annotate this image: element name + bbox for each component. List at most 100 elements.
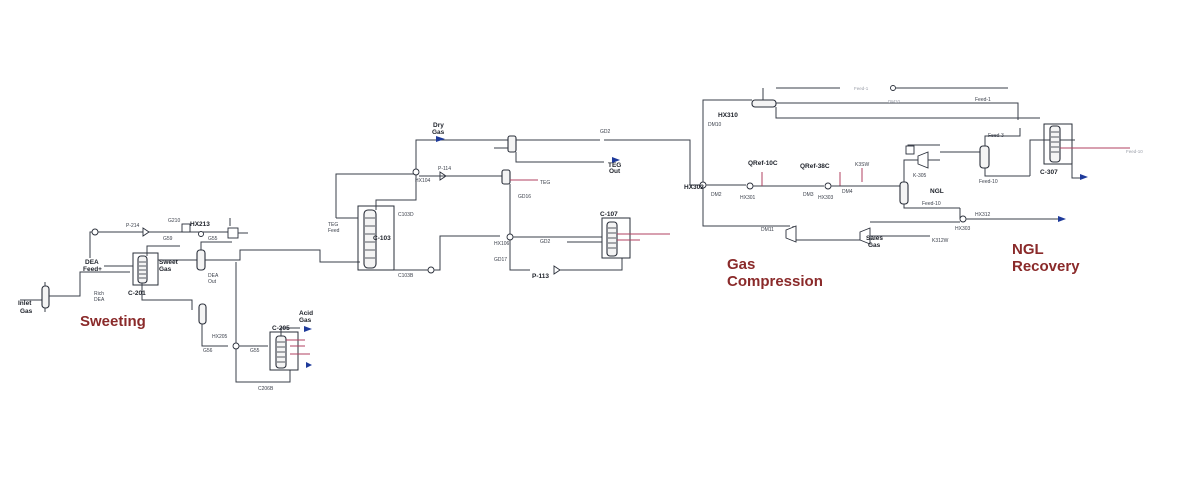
p214-pump[interactable] <box>91 228 99 236</box>
acid-gas-outlet-arrow[interactable] <box>304 326 312 332</box>
dea-feed-label-2: Feed+ <box>83 266 102 273</box>
p113-pump[interactable] <box>553 265 561 275</box>
c107-column[interactable] <box>606 221 618 257</box>
k305-compressor[interactable] <box>917 151 929 169</box>
sales-gas-label-2: Gas <box>868 242 881 249</box>
dea-out-flash[interactable] <box>196 249 206 271</box>
valve-c103b[interactable] <box>427 266 435 274</box>
hx301-exchanger[interactable] <box>746 182 754 190</box>
inlet-gas-label-2: Gas <box>20 308 33 315</box>
mixer-g55[interactable] <box>198 231 204 237</box>
stream-tag-top: GD2 <box>600 129 611 135</box>
hx213-cooler[interactable] <box>227 227 239 239</box>
ngl-product-arrow[interactable] <box>1080 174 1088 180</box>
ngl-separator[interactable] <box>899 181 909 205</box>
teg-out-arrow[interactable] <box>612 157 620 163</box>
c307-column[interactable] <box>1049 125 1061 163</box>
dm11-label: DM11 <box>761 227 774 233</box>
sales-gas-arrow[interactable] <box>1058 216 1066 222</box>
valve-g210[interactable] <box>142 227 150 237</box>
ngl-label: NGL <box>930 188 944 195</box>
sweeting-section: Inlet Gas Rich DEA C-201 DEA Feed+ Sweet… <box>18 218 360 392</box>
g59-label: G59 <box>163 236 173 242</box>
c103-column[interactable] <box>363 209 377 269</box>
p113-label: P-113 <box>532 273 549 280</box>
stream-tag-hx310-mid: DM10 <box>888 99 901 104</box>
dm3-label: DM3 <box>803 192 814 198</box>
teg-feed-label: TEG <box>328 222 338 228</box>
hx302-label: HX302 <box>684 184 704 191</box>
k305-aftercooler[interactable] <box>905 145 915 155</box>
regen-outlet-arrow[interactable] <box>306 362 312 368</box>
gd16-label: GD16 <box>518 194 531 200</box>
stream-tag-hx310-top: Feed-1 <box>854 86 869 91</box>
g55b-label: G55 <box>250 348 260 354</box>
teg-regen-exchanger[interactable] <box>501 169 511 185</box>
dry-gas-label-2: Gas <box>432 129 445 136</box>
g210-label: G210 <box>168 218 180 224</box>
dm10-label: DM10 <box>708 122 722 128</box>
hx104-label: HX104 <box>415 178 431 184</box>
c103b-label: C103B <box>398 273 414 279</box>
k305-label: K-305 <box>913 173 927 179</box>
g55-label: G55 <box>208 236 218 242</box>
c307-label: C-307 <box>1040 169 1058 176</box>
compression-ngl-section: HX302 DM11 HX310 DM10 Feed-1 DM10 Feed-1… <box>604 85 1143 290</box>
qref10c-label: QRef-10C <box>748 160 778 167</box>
acid-gas-label-2: Gas <box>299 317 312 324</box>
dm4-label: DM4 <box>842 189 853 195</box>
hx312-label: HX312 <box>975 212 991 218</box>
rich-dea-label-2: DEA <box>94 297 105 303</box>
teg-out-label-2: Out <box>609 168 621 175</box>
dry-gas-outlet-arrow[interactable] <box>436 136 445 142</box>
hx104-exchanger[interactable] <box>412 168 420 176</box>
hx312-exchanger[interactable] <box>959 215 967 223</box>
hx205-exchanger[interactable] <box>232 342 240 350</box>
section-title-recovery: Recovery <box>1012 258 1080 275</box>
feed3-vessel[interactable] <box>979 145 990 169</box>
stream-tag-ngl-out: Feed-10 <box>1126 149 1143 154</box>
gd17-label: GD17 <box>494 257 507 263</box>
expander[interactable] <box>785 225 797 243</box>
top-valve[interactable] <box>890 85 896 91</box>
regen-flash-drum[interactable] <box>198 303 207 325</box>
section-title-compression: Compression <box>727 273 823 290</box>
g56-label: G56 <box>203 348 213 354</box>
feed1-label: Feed-1 <box>975 97 991 103</box>
teg-label: TEG <box>540 180 550 186</box>
hx310-label: HX310 <box>718 112 738 119</box>
c107-label: C-107 <box>600 211 618 218</box>
hx303b-label: HX303 <box>955 226 971 232</box>
dea-feed-label: DEA <box>85 259 99 266</box>
c206b-label: C206B <box>258 386 274 392</box>
teg-feed-label-2: Feed <box>328 228 340 234</box>
k3sw-label: K3SW <box>855 162 869 168</box>
p114-label: P-114 <box>438 166 451 172</box>
dry-gas-label: Dry <box>433 122 444 129</box>
c205-frame <box>269 331 299 371</box>
dm2-label: DM2 <box>711 192 722 198</box>
inlet-gas-label: Inlet <box>18 300 32 307</box>
top-exchanger[interactable] <box>507 135 517 153</box>
feed10-label: Feed-10 <box>922 201 941 207</box>
qref38c-label: QRef-38C <box>800 163 830 170</box>
c201-label: C-201 <box>128 290 146 297</box>
section-title-gas: Gas <box>727 256 755 273</box>
hx106-exchanger[interactable] <box>506 233 514 241</box>
dea-out-label: DEA <box>208 273 219 279</box>
c307-frame <box>1043 123 1073 165</box>
gd2-label: GD2 <box>540 239 551 245</box>
sales-compressor[interactable] <box>859 227 871 245</box>
hx205-label: HX205 <box>212 334 228 340</box>
sweet-gas-label: Sweet <box>159 259 179 266</box>
hx310-exchanger[interactable] <box>751 99 777 108</box>
rich-dea-label: Rich <box>94 291 104 297</box>
inlet-separator[interactable] <box>41 285 50 309</box>
c201-column[interactable] <box>137 255 148 284</box>
p214-label: P-214 <box>126 223 140 229</box>
hx303-exchanger[interactable] <box>824 182 832 190</box>
hx213-exchanger[interactable] <box>181 223 191 233</box>
c103-label: C-103 <box>373 235 391 242</box>
acid-gas-label: Acid <box>299 310 313 317</box>
